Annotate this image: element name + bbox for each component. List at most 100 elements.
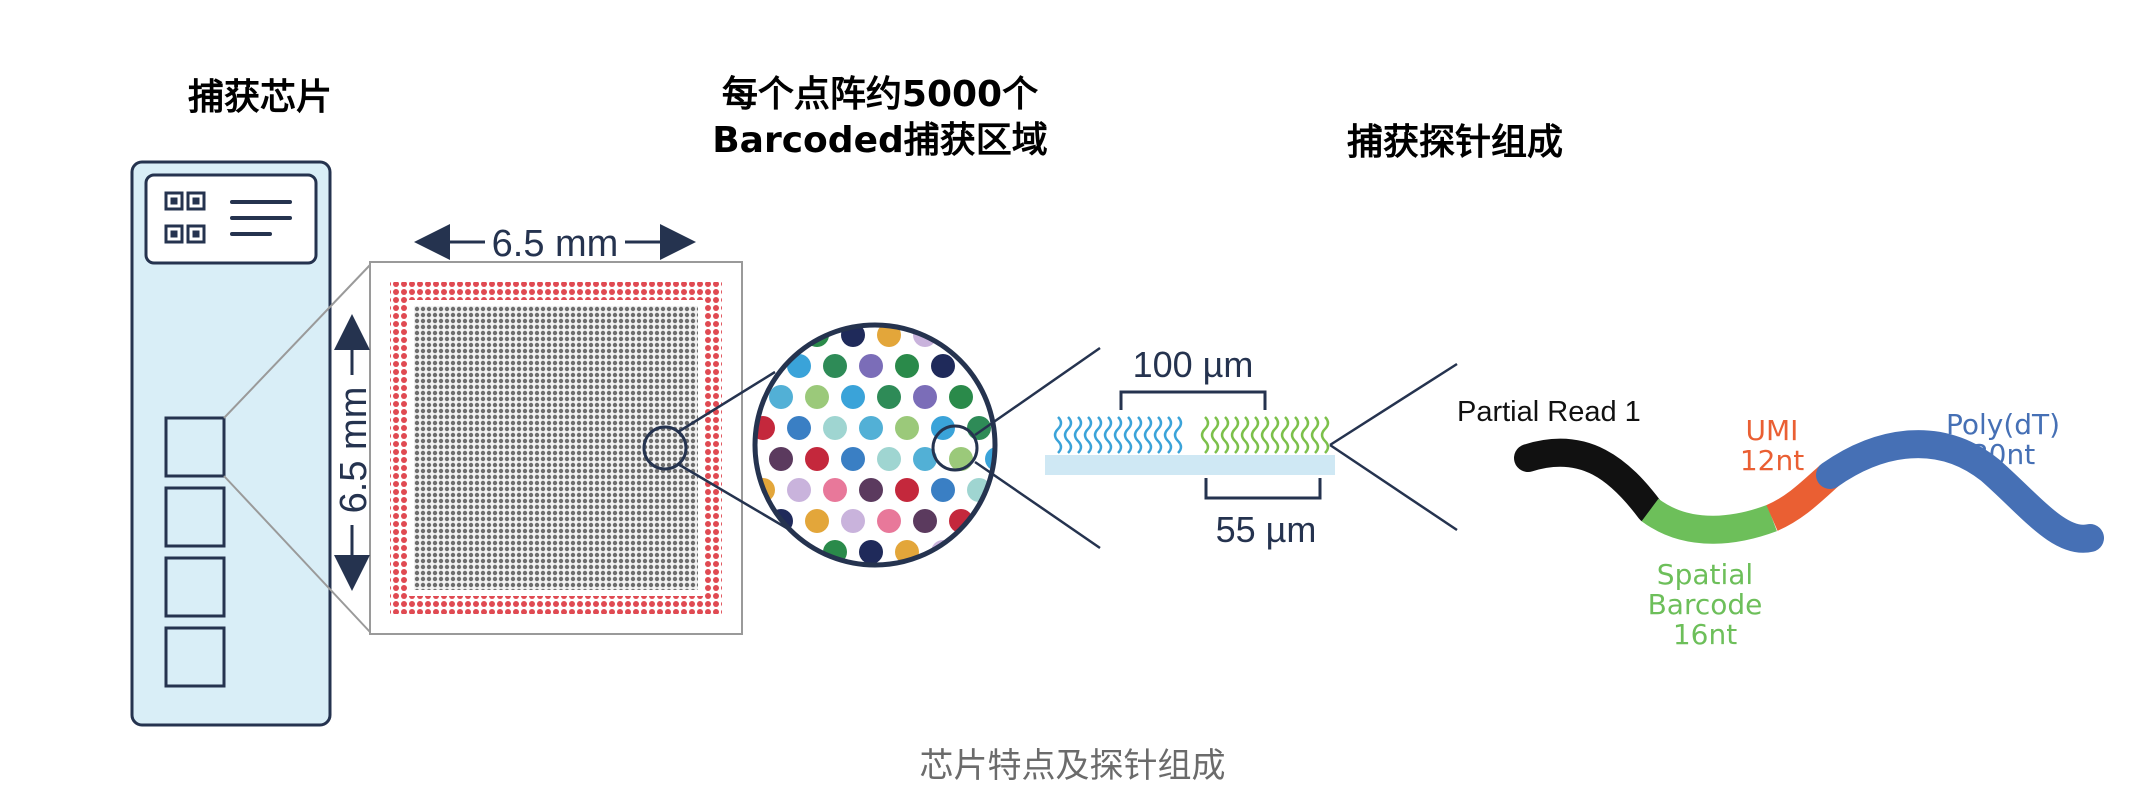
capture-spot — [787, 478, 811, 502]
zoom-line-bottom — [223, 475, 371, 633]
capture-spot — [841, 447, 865, 471]
capture-spot — [1039, 540, 1063, 564]
capture-spot — [877, 385, 901, 409]
spatial-barcode-segment — [1641, 498, 1777, 544]
capture-spot — [805, 447, 829, 471]
probe-oligo — [1073, 416, 1083, 454]
probe-oligo — [1230, 416, 1240, 454]
umi-label-line2: 12nt — [1740, 444, 1804, 477]
probe-oligo — [1240, 416, 1250, 454]
probe-oligo — [1173, 416, 1183, 454]
capture-spot — [877, 447, 901, 471]
probe-oligo — [1300, 416, 1310, 454]
capture-area-detail — [369, 261, 743, 635]
polydt-label-line2: 30nt — [1971, 438, 2035, 471]
probe-oligo — [1260, 416, 1270, 454]
capture-spot — [985, 509, 995, 533]
capture-spot — [787, 416, 811, 440]
probe-oligo — [1113, 416, 1123, 454]
strip-line-top — [974, 346, 1101, 437]
capture-spot — [841, 509, 865, 533]
capture-spot — [967, 540, 991, 564]
capture-spot — [895, 416, 919, 440]
capture-spot — [823, 478, 847, 502]
capture-spot — [967, 416, 991, 440]
width-dimension: 6.5 mm — [414, 223, 696, 265]
probe-oligo — [1063, 416, 1073, 454]
capture-spot — [805, 509, 829, 533]
capture-spot — [859, 354, 883, 378]
capture-area-1 — [164, 416, 226, 478]
capture-spot — [877, 509, 901, 533]
capture-spot — [1021, 509, 1045, 533]
probe-oligo — [1250, 416, 1260, 454]
label-lines-icon — [230, 200, 292, 236]
probe-oligo — [1103, 416, 1113, 454]
probe-oligo — [1123, 416, 1133, 454]
barcode-label-line2: Barcode — [1648, 588, 1763, 621]
probe-oligo — [1290, 416, 1300, 454]
width-label: 6.5 mm — [492, 223, 619, 265]
spacing-bracket — [1204, 478, 1322, 500]
capture-spot — [769, 385, 793, 409]
capture-spot — [931, 478, 955, 502]
zoom-line-top — [223, 264, 371, 419]
capture-spot — [913, 385, 937, 409]
capture-spot — [841, 385, 865, 409]
capture-spot — [1003, 354, 1027, 378]
capture-spot — [823, 354, 847, 378]
probe-strip: 100 µm 55 µm — [1045, 344, 1335, 550]
capture-slide — [130, 160, 332, 727]
capture-spot — [859, 540, 883, 564]
probe-oligo — [1310, 416, 1320, 454]
chip-title: 捕获芯片 — [187, 77, 332, 118]
barcode-label-line1: Spatial — [1657, 558, 1753, 591]
capture-spot — [949, 325, 973, 347]
probe-oligo — [1270, 416, 1280, 454]
probe-line-top — [1329, 362, 1458, 447]
probe-title: 捕获探针组成 — [1346, 122, 1563, 163]
capture-spot — [1003, 540, 1027, 564]
capture-spot — [859, 416, 883, 440]
capture-spot — [1021, 447, 1045, 471]
magnify-line-top — [677, 370, 776, 434]
capture-area-3 — [164, 556, 226, 618]
qr-code-icon — [164, 191, 206, 244]
capture-spot — [1039, 354, 1063, 378]
probe-oligo — [1093, 416, 1103, 454]
magnify-line-bottom — [677, 462, 791, 532]
spots-title-line1: 每个点阵约5000个 — [721, 74, 1039, 115]
probe-oligo — [1163, 416, 1173, 454]
capture-probe — [1514, 430, 2104, 553]
probe-oligo — [1210, 416, 1220, 454]
capture-area-4 — [164, 626, 226, 688]
probe-oligo — [1153, 416, 1163, 454]
diameter-label: 100 µm — [1133, 344, 1254, 385]
capture-spot — [949, 447, 973, 471]
capture-spot — [1003, 416, 1027, 440]
polydt-segment — [1816, 430, 2104, 553]
figure-caption: 芯片特点及探针组成 — [919, 746, 1226, 786]
probe-oligo — [1133, 416, 1143, 454]
strip-line-bottom — [974, 460, 1101, 550]
probe-line-bottom — [1329, 443, 1458, 532]
spacing-label: 55 µm — [1216, 509, 1317, 550]
probe-oligo — [1280, 416, 1290, 454]
capture-spot — [823, 416, 847, 440]
barcode-label-line3: 16nt — [1673, 618, 1737, 651]
height-dimension: 6.5 mm — [333, 314, 375, 591]
capture-spot — [1021, 323, 1045, 347]
capture-spot — [949, 385, 973, 409]
probe-oligo — [1083, 416, 1093, 454]
probe-oligo — [1143, 416, 1153, 454]
capture-spot — [895, 478, 919, 502]
height-label: 6.5 mm — [333, 387, 375, 514]
partial-read-segment — [1514, 438, 1664, 524]
probe-oligo — [1200, 416, 1210, 454]
polydt-label-line1: Poly(dT) — [1946, 408, 2060, 441]
probe-oligo — [1220, 416, 1230, 454]
capture-spot — [859, 478, 883, 502]
capture-spot — [913, 509, 937, 533]
capture-spot — [769, 325, 793, 347]
capture-spot — [913, 447, 937, 471]
